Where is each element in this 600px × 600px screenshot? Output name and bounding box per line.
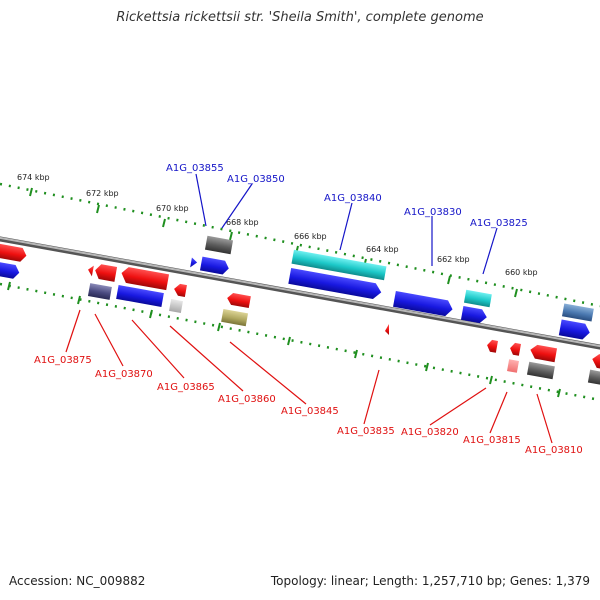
upper-major-ticks (29, 187, 518, 298)
gene-arrow[interactable] (529, 344, 558, 363)
genome-backbone (0, 236, 600, 350)
gene-box[interactable] (291, 249, 387, 281)
gene-arrow[interactable] (288, 267, 382, 300)
gene-arrow[interactable] (173, 283, 187, 297)
gene-label[interactable]: A1G_03830 (404, 207, 462, 218)
gene-label[interactable]: A1G_03825 (470, 218, 528, 229)
gene-label[interactable]: A1G_03840 (324, 193, 382, 204)
gene-arrow[interactable] (385, 324, 389, 335)
gene-label[interactable]: A1G_03870 (95, 369, 153, 380)
scale-label: 670 kbp (156, 204, 189, 213)
gene-arrow[interactable] (509, 342, 521, 356)
lower-major-ticks (7, 281, 561, 398)
gene-box[interactable] (204, 235, 234, 255)
gene-box[interactable] (169, 299, 183, 313)
gene-label[interactable]: A1G_03875 (34, 355, 92, 366)
gene-arrow[interactable] (120, 266, 170, 291)
scale-label: 674 kbp (17, 173, 50, 182)
gene-arrow[interactable] (87, 265, 94, 277)
gene-arrow[interactable] (460, 305, 488, 324)
gene-arrow[interactable] (591, 353, 600, 370)
gene-box[interactable] (587, 369, 600, 386)
scale-label: 660 kbp (505, 268, 538, 277)
gene-box[interactable] (507, 359, 519, 373)
gene-arrow[interactable] (558, 319, 591, 340)
gene-label[interactable]: A1G_03845 (281, 406, 339, 417)
gene-arrow[interactable] (94, 263, 118, 282)
gene-label[interactable]: A1G_03855 (166, 163, 224, 174)
topology-text: Topology: linear; Length: 1,257,710 bp; … (270, 574, 590, 588)
gene-box[interactable] (221, 308, 249, 327)
scale-label: 664 kbp (366, 245, 399, 254)
gene-box[interactable] (116, 285, 164, 307)
gene-arrow[interactable] (0, 260, 21, 280)
top-leader-lines (195, 173, 498, 275)
gene-arrow[interactable] (0, 243, 28, 262)
gene-arrow[interactable] (486, 339, 498, 353)
gene-label[interactable]: A1G_03860 (218, 394, 276, 405)
gene-arrow[interactable] (190, 257, 198, 269)
gene-label[interactable]: A1G_03810 (525, 445, 583, 456)
lower-scale-track (0, 282, 600, 402)
gene-label[interactable]: A1G_03865 (157, 382, 215, 393)
figure-title: Rickettsia rickettsii str. 'Sheila Smith… (116, 10, 484, 25)
upper-scale-track (0, 182, 600, 308)
gene-label[interactable]: A1G_03850 (227, 174, 285, 185)
scale-label: 672 kbp (86, 189, 119, 198)
gene-box[interactable] (87, 283, 112, 300)
gene-box[interactable] (561, 303, 594, 322)
gene-features (0, 235, 600, 386)
gene-arrow[interactable] (199, 256, 230, 276)
gene-label[interactable]: A1G_03815 (463, 435, 521, 446)
gene-box[interactable] (526, 361, 555, 380)
gene-arrow[interactable] (393, 290, 454, 317)
bottom-leader-lines (65, 309, 553, 444)
scale-labels: 674 kbp 672 kbp 670 kbp 668 kbp 666 kbp … (17, 173, 538, 277)
gene-arrow[interactable] (226, 292, 251, 309)
accession-text: Accession: NC_009882 (9, 574, 146, 588)
bottom-gene-labels: A1G_03875 A1G_03870 A1G_03865 A1G_03860 … (34, 355, 583, 456)
gene-box[interactable] (463, 289, 492, 308)
gene-label[interactable]: A1G_03820 (401, 427, 459, 438)
scale-label: 666 kbp (294, 232, 327, 241)
top-gene-labels: A1G_03855 A1G_03850 A1G_03840 A1G_03830 … (166, 163, 528, 229)
scale-label: 662 kbp (437, 255, 470, 264)
gene-label[interactable]: A1G_03835 (337, 426, 395, 437)
scale-label: 668 kbp (226, 218, 259, 227)
